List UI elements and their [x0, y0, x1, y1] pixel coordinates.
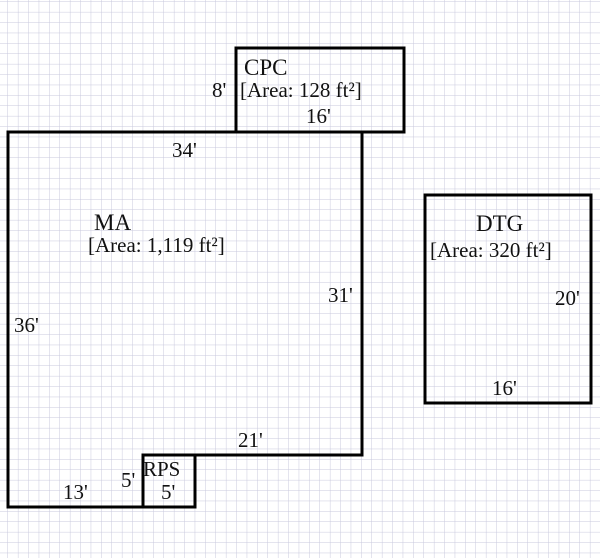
room-rps-outline[interactable]	[141, 453, 197, 509]
room-dtg-area: [Area: 320 ft²]	[430, 238, 552, 262]
room-ma-dim-left: 36'	[14, 313, 39, 337]
room-cpc-area: [Area: 128 ft²]	[240, 78, 362, 102]
room-cpc-dim-width: 16'	[306, 104, 331, 128]
room-cpc-name: CPC	[244, 55, 288, 80]
room-ma-dim-bottom-left: 13'	[63, 480, 88, 504]
room-ma-dim-bottom-right: 21'	[238, 428, 263, 452]
room-cpc-dim-height: 8'	[212, 78, 227, 102]
room-rps-dim-width: 5'	[161, 480, 176, 504]
room-rps-dim-height: 5'	[121, 468, 136, 492]
room-dtg-outline[interactable]	[423, 193, 593, 405]
room-dtg-name: DTG	[476, 211, 524, 236]
room-dtg-dim-right: 20'	[555, 286, 580, 310]
room-ma-area: [Area: 1,119 ft²]	[88, 233, 225, 257]
room-ma-dim-right: 31'	[328, 283, 353, 307]
room-ma-name: MA	[94, 210, 132, 235]
room-ma-dim-top: 34'	[172, 138, 197, 162]
room-rps-name: RPS	[143, 457, 181, 481]
room-dtg-dim-bottom: 16'	[492, 376, 517, 400]
